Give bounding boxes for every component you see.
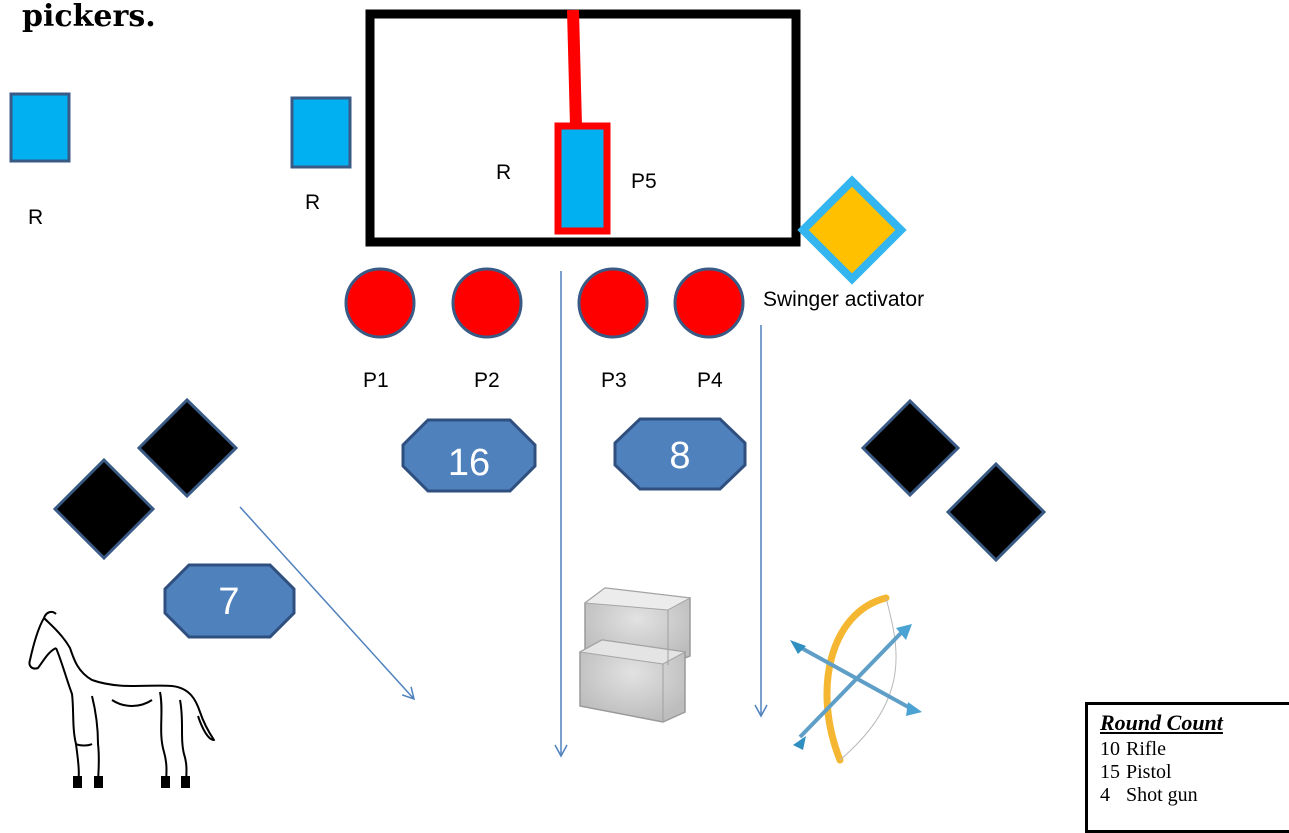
p5-label: P5 bbox=[631, 170, 657, 193]
left-target-2-label: R bbox=[305, 191, 320, 214]
pistol-count: 15 bbox=[1100, 761, 1120, 783]
plate-p4 bbox=[673, 267, 745, 339]
arrow-diagonal bbox=[239, 506, 416, 701]
round-count-box: Round Count 10 Rifle 15 Pistol 4 Shot gun bbox=[1085, 702, 1289, 833]
badge-7-text: 7 bbox=[218, 581, 239, 623]
p5-target bbox=[554, 122, 611, 235]
plate-p2 bbox=[451, 267, 523, 339]
rifle-count: 10 bbox=[1100, 738, 1120, 760]
swinger-activator-diamond bbox=[797, 175, 907, 285]
plate-p4-label: P4 bbox=[697, 369, 723, 392]
black-target-left-1 bbox=[136, 397, 239, 499]
heading-text: pickers. bbox=[22, 0, 156, 34]
plate-p1-label: P1 bbox=[363, 369, 389, 392]
black-target-right-2 bbox=[945, 461, 1047, 563]
black-target-right-1 bbox=[860, 398, 961, 498]
plate-p2-label: P2 bbox=[474, 369, 500, 392]
plate-p3 bbox=[577, 267, 649, 339]
horse-sketch-icon bbox=[28, 610, 215, 787]
window-r-label: R bbox=[496, 161, 511, 184]
badge-16-text: 16 bbox=[448, 442, 490, 484]
shotgun-label: Shot gun bbox=[1126, 784, 1198, 806]
badge-16 bbox=[401, 418, 537, 493]
pistol-label: Pistol bbox=[1126, 761, 1172, 783]
badge-8 bbox=[613, 417, 747, 491]
hay-bale-icon bbox=[578, 587, 692, 723]
badge-8-text: 8 bbox=[669, 435, 690, 477]
rifle-label: Rifle bbox=[1126, 738, 1166, 760]
window-frame bbox=[365, 9, 801, 247]
plate-p1 bbox=[344, 267, 416, 339]
badge-7 bbox=[163, 563, 296, 639]
horse-hooves bbox=[73, 776, 190, 788]
left-target-1-label: R bbox=[28, 206, 43, 229]
round-count-row-rifle: 10 Rifle bbox=[1100, 738, 1289, 761]
round-count-row-shotgun: 4 Shot gun bbox=[1100, 784, 1289, 807]
left-target-2 bbox=[290, 96, 352, 169]
plate-p3-label: P3 bbox=[601, 369, 627, 392]
swinger-arm bbox=[567, 9, 582, 127]
shotgun-count: 4 bbox=[1100, 784, 1110, 806]
round-count-row-pistol: 15 Pistol bbox=[1100, 761, 1289, 784]
bow-and-arrows-icon bbox=[790, 594, 922, 764]
round-count-title: Round Count bbox=[1100, 710, 1223, 735]
left-target-1 bbox=[9, 92, 71, 163]
black-target-left-2 bbox=[52, 457, 156, 561]
swinger-activator-label: Swinger activator bbox=[763, 288, 924, 311]
